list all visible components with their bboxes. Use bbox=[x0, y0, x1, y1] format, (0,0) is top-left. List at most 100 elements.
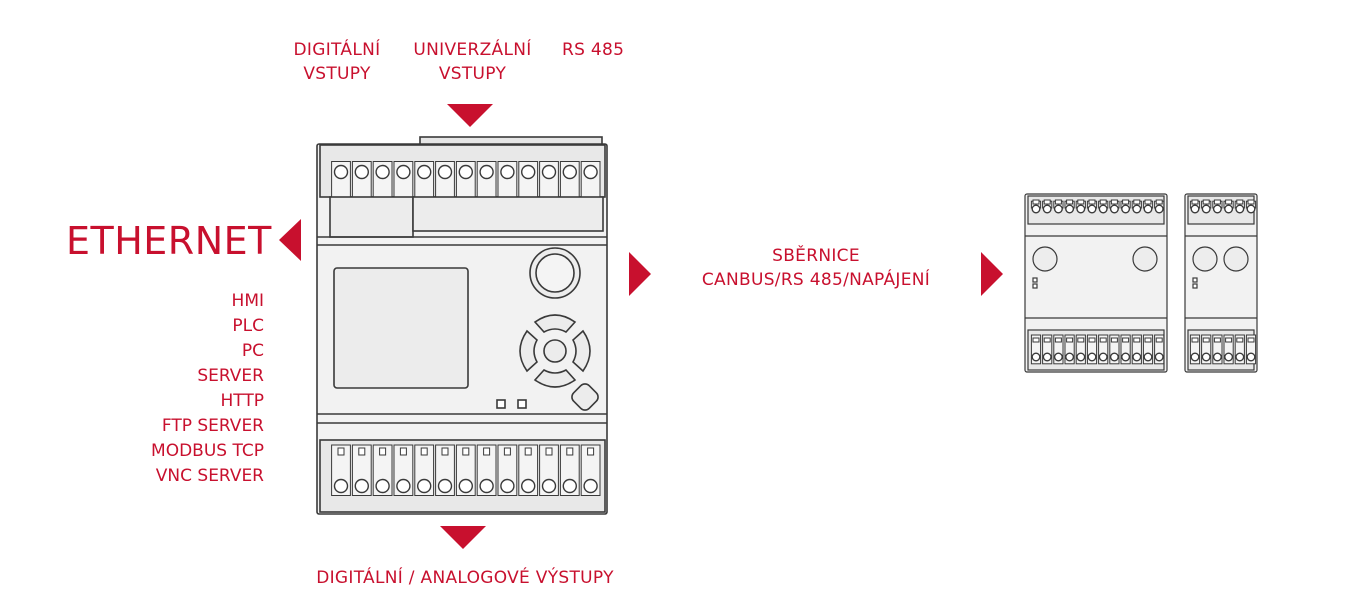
terminal-slot bbox=[1202, 337, 1210, 343]
terminal-screw bbox=[583, 164, 598, 180]
label-digital-inputs-line2: VSTUPY bbox=[303, 64, 371, 84]
terminal-cell bbox=[1109, 334, 1120, 365]
label-bus-line2: CANBUS/RS 485/NAPÁJENÍ bbox=[701, 270, 931, 290]
terminal-slot bbox=[1122, 199, 1130, 205]
terminal-slot bbox=[1043, 199, 1051, 205]
terminal-screw bbox=[396, 478, 411, 494]
terminal-screw bbox=[375, 164, 390, 180]
terminal-screw bbox=[1143, 204, 1153, 214]
ethernet-services-list: HMI PLC PC SERVER HTTP FTP SERVER MODBUS… bbox=[151, 289, 264, 489]
terminal-screw bbox=[1121, 352, 1131, 362]
terminal-screw bbox=[1031, 204, 1041, 214]
terminal-cell bbox=[1245, 334, 1257, 365]
terminal-screw bbox=[479, 478, 494, 494]
terminal-screw bbox=[1076, 204, 1086, 214]
terminal-slot bbox=[1225, 337, 1233, 343]
terminal-slot bbox=[1110, 199, 1118, 205]
terminal-screw bbox=[500, 164, 515, 180]
arrow-down-icon bbox=[440, 526, 486, 549]
terminal-screw bbox=[583, 478, 598, 494]
terminal-screw bbox=[1212, 352, 1222, 362]
terminal-screw bbox=[354, 478, 369, 494]
terminal-slot bbox=[1043, 337, 1051, 343]
terminal-slot bbox=[1077, 199, 1085, 205]
terminal-screw bbox=[1154, 204, 1164, 214]
terminal-screw bbox=[1154, 352, 1164, 362]
terminal-slot bbox=[1225, 199, 1233, 205]
terminal-screw bbox=[562, 164, 577, 180]
terminal-slot bbox=[1122, 337, 1130, 343]
service-item: SERVER bbox=[197, 366, 264, 386]
terminal-screw bbox=[1031, 352, 1041, 362]
terminal-cell bbox=[1098, 334, 1109, 365]
terminal-slot bbox=[1066, 199, 1074, 205]
terminal-cell bbox=[1234, 334, 1245, 365]
terminal-cell bbox=[1189, 334, 1201, 365]
label-universal-inputs: UNIVERZÁLNÍ VSTUPY bbox=[405, 38, 540, 86]
terminal-screw bbox=[1235, 204, 1245, 214]
terminal-screw bbox=[541, 478, 557, 494]
terminal-screw bbox=[1087, 204, 1097, 214]
terminal-screw bbox=[417, 164, 432, 180]
terminal-screw bbox=[1201, 352, 1211, 362]
terminal-screw bbox=[458, 164, 473, 180]
terminal-slot bbox=[1133, 337, 1141, 343]
terminal-slot bbox=[483, 447, 491, 456]
terminal-cell bbox=[1075, 334, 1086, 365]
terminal-cell bbox=[1131, 334, 1142, 365]
terminal-cell bbox=[1086, 334, 1098, 365]
terminal-screw bbox=[1143, 352, 1153, 362]
terminal-slot bbox=[587, 447, 595, 456]
terminal-screw bbox=[562, 478, 577, 494]
terminal-screw bbox=[1190, 204, 1200, 214]
terminal-screw bbox=[354, 164, 369, 180]
label-digital-inputs: DIGITÁLNÍ VSTUPY bbox=[282, 38, 392, 86]
terminal-slot bbox=[462, 447, 470, 456]
terminal-screw bbox=[333, 164, 349, 180]
terminal-screw bbox=[1132, 204, 1142, 214]
arrow-left-icon bbox=[279, 219, 301, 261]
service-item: MODBUS TCP bbox=[151, 441, 264, 461]
terminal-screw bbox=[1235, 352, 1245, 362]
terminal-screw bbox=[375, 478, 390, 494]
terminal-slot bbox=[1155, 337, 1163, 343]
expansion-module-icon bbox=[1184, 193, 1258, 373]
terminal-slot bbox=[358, 447, 366, 456]
terminal-slot bbox=[1032, 199, 1040, 205]
label-rs485: RS 485 bbox=[562, 40, 625, 60]
terminal-screw bbox=[521, 478, 536, 494]
terminal-slot bbox=[1066, 337, 1074, 343]
terminal-slot bbox=[1133, 199, 1141, 205]
terminal-slot bbox=[524, 447, 532, 456]
terminal-screw bbox=[458, 478, 473, 494]
service-item: PLC bbox=[232, 316, 264, 336]
terminal-screw bbox=[437, 164, 453, 180]
terminal-slot bbox=[1247, 199, 1255, 205]
terminal-slot bbox=[1191, 199, 1199, 205]
service-item: HTTP bbox=[220, 391, 264, 411]
terminal-slot bbox=[1054, 337, 1062, 343]
terminal-screw bbox=[500, 478, 515, 494]
terminal-screw bbox=[1246, 352, 1256, 362]
terminal-slot bbox=[1088, 337, 1096, 343]
label-outputs: DIGITÁLNÍ / ANALOGOVÉ VÝSTUPY bbox=[316, 568, 614, 588]
terminal-slot bbox=[1144, 337, 1152, 343]
terminal-screw bbox=[1087, 352, 1097, 362]
terminal-screw bbox=[1224, 204, 1234, 214]
terminal-slot bbox=[1213, 337, 1221, 343]
terminal-slot bbox=[399, 447, 407, 456]
arrow-down-icon bbox=[447, 104, 493, 127]
arrow-right-icon bbox=[629, 252, 651, 296]
terminal-slot bbox=[1213, 199, 1221, 205]
terminal-cell bbox=[1142, 334, 1154, 365]
terminal-screw bbox=[1042, 204, 1052, 214]
terminal-slot bbox=[1202, 199, 1210, 205]
terminal-screw bbox=[333, 478, 349, 494]
terminal-slot bbox=[1054, 199, 1062, 205]
terminal-slot bbox=[1236, 337, 1244, 343]
label-bus: SBĚRNICE CANBUS/RS 485/NAPÁJENÍ bbox=[676, 244, 956, 292]
terminal-screw bbox=[541, 164, 557, 180]
service-item: VNC SERVER bbox=[155, 466, 264, 486]
controller-device-icon bbox=[316, 136, 608, 515]
terminal-slot bbox=[545, 447, 553, 456]
